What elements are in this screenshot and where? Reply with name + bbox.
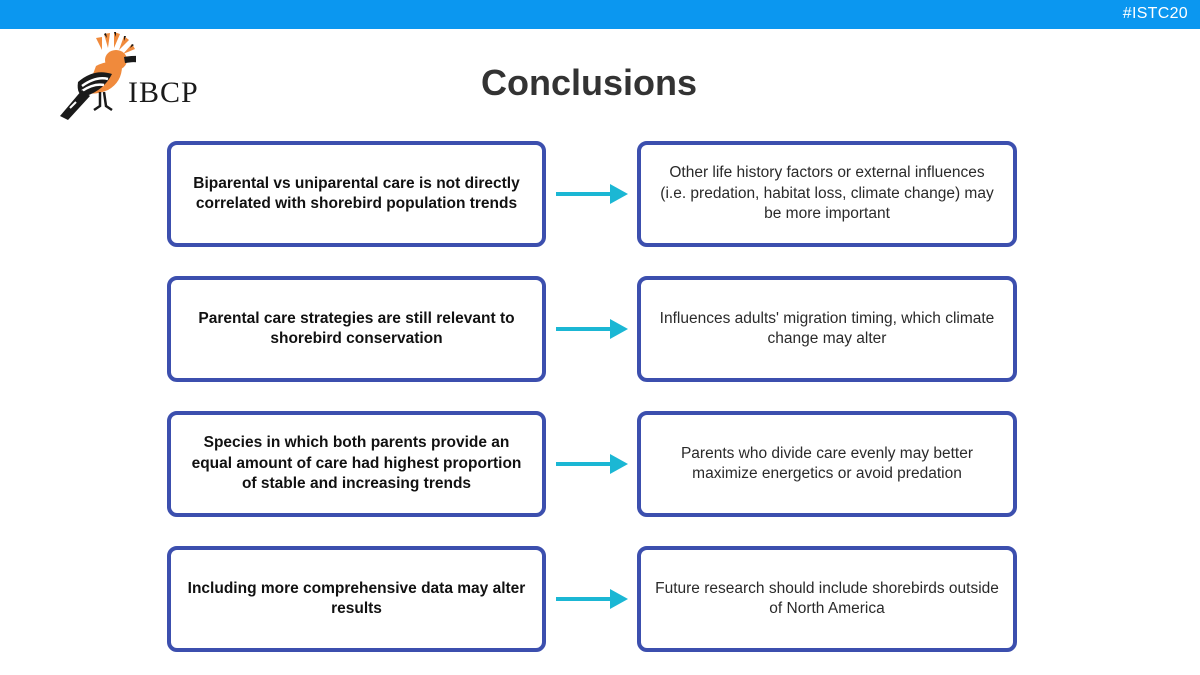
implication-box-4: Future research should include shorebird… (637, 546, 1017, 652)
arrow-right-icon (556, 184, 628, 204)
hashtag-label: #ISTC20 (1122, 5, 1188, 22)
arrow-right-icon (556, 454, 628, 474)
implication-box-1: Other life history factors or external i… (637, 141, 1017, 247)
implication-box-2: Influences adults' migration timing, whi… (637, 276, 1017, 382)
arrow-right-icon (556, 319, 628, 339)
implication-box-3: Parents who divide care evenly may bette… (637, 411, 1017, 517)
conclusion-box-4: Including more comprehensive data may al… (167, 546, 546, 652)
logo-text: IBCP (128, 76, 199, 109)
page-title: Conclusions (480, 62, 698, 103)
arrow-right-icon (556, 589, 628, 609)
conclusion-box-3: Species in which both parents provide an… (167, 411, 546, 517)
conclusion-box-1: Biparental vs uniparental care is not di… (167, 141, 546, 247)
ibcp-logo: IBCP (56, 30, 206, 122)
hoopoe-bird-icon (60, 32, 136, 120)
top-banner: #ISTC20 (0, 0, 1200, 29)
conclusion-box-2: Parental care strategies are still relev… (167, 276, 546, 382)
